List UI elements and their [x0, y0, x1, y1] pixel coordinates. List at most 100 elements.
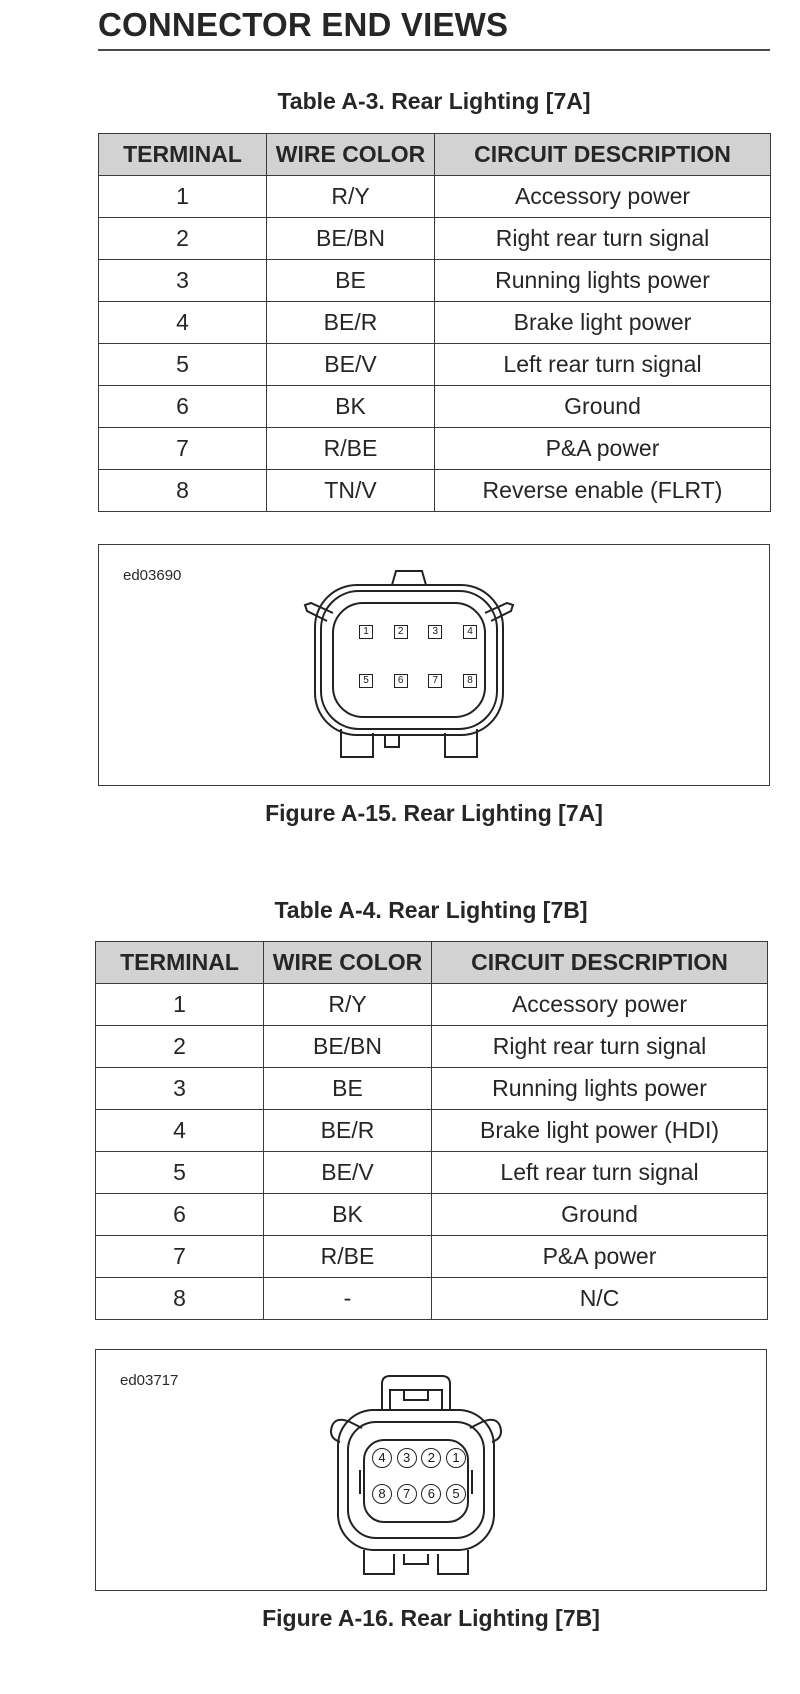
pin-cell: 2 — [393, 625, 408, 639]
wire-color-cell: BK — [266, 385, 435, 428]
figure-a16-box: ed03717 4 3 2 1 8 7 — [95, 1349, 767, 1591]
table-a4: TERMINAL WIRE COLOR CIRCUIT DESCRIPTION … — [95, 941, 768, 1320]
wire-color-cell: BE/R — [266, 301, 435, 344]
circuit-description-cell: Left rear turn signal — [431, 1151, 768, 1194]
pin-row-top: 4 3 2 1 — [372, 1448, 466, 1468]
wire-color-cell: R/BE — [263, 1235, 432, 1278]
terminal-cell: 3 — [98, 259, 267, 302]
circuit-description-cell: Running lights power — [431, 1067, 768, 1110]
figure-a15-box: ed03690 1 2 3 4 5 6 7 8 — [98, 544, 770, 786]
terminal-cell: 3 — [95, 1067, 264, 1110]
connector-left-foot — [363, 1550, 395, 1575]
connector-face — [332, 602, 486, 718]
pin-cell: 4 — [372, 1448, 392, 1468]
pin-cell: 1 — [359, 625, 373, 639]
connector-housing-outer — [337, 1409, 495, 1551]
figure-a15-caption: Figure A-15. Rear Lighting [7A] — [265, 800, 603, 826]
circuit-description-cell: N/C — [431, 1277, 768, 1320]
pin-row-top: 1 2 3 4 — [359, 625, 477, 641]
wire-color-cell: BE/BN — [263, 1025, 432, 1068]
connector-top-key — [391, 570, 427, 586]
connector-lock-inner — [389, 1389, 443, 1410]
connector-7a-diagram — [303, 570, 515, 758]
wire-color-cell: BK — [263, 1193, 432, 1236]
connector-right-latch — [484, 601, 515, 622]
pin-cell: 4 — [462, 625, 477, 639]
connector-right-latch — [469, 1418, 502, 1443]
pin-cell: 8 — [372, 1484, 392, 1504]
wire-color-cell: BE/R — [263, 1109, 432, 1152]
connector-right-foot — [444, 729, 478, 758]
page-title: CONNECTOR END VIEWS — [98, 6, 509, 43]
circuit-description-cell: Right rear turn signal — [434, 217, 771, 260]
circuit-description-cell: Ground — [431, 1193, 768, 1236]
wire-color-cell: BE — [263, 1067, 432, 1110]
connector-left-latch — [330, 1418, 363, 1443]
terminal-cell: 5 — [98, 343, 267, 386]
figure-a16-caption: Figure A-16. Rear Lighting [7B] — [262, 1605, 600, 1631]
connector-right-foot — [437, 1550, 469, 1575]
wire-color-cell: BE/V — [263, 1151, 432, 1194]
pin-cell: 6 — [421, 1484, 442, 1504]
connector-lock-tab — [403, 1390, 429, 1401]
header-wire-color: WIRE COLOR — [263, 941, 432, 984]
table-row: 8-N/C — [95, 1277, 768, 1320]
header-terminal: TERMINAL — [95, 941, 264, 984]
terminal-cell: 7 — [98, 427, 267, 470]
wire-color-cell: TN/V — [266, 469, 435, 512]
circuit-description-cell: Accessory power — [431, 983, 768, 1026]
terminal-cell: 1 — [98, 175, 267, 218]
wire-color-cell: R/Y — [266, 175, 435, 218]
circuit-description-cell: Right rear turn signal — [431, 1025, 768, 1068]
circuit-description-cell: Accessory power — [434, 175, 771, 218]
terminal-cell: 8 — [95, 1277, 264, 1320]
terminal-cell: 2 — [95, 1025, 264, 1068]
connector-center-tab — [403, 1554, 429, 1565]
pin-cell: 6 — [393, 674, 408, 688]
pin-cell: 3 — [396, 1448, 417, 1468]
terminal-cell: 2 — [98, 217, 267, 260]
pin-cell: 3 — [428, 625, 443, 639]
circuit-description-cell: Reverse enable (FLRT) — [434, 469, 771, 512]
terminal-cell: 7 — [95, 1235, 264, 1278]
wire-color-cell: BE — [266, 259, 435, 302]
circuit-description-cell: Brake light power (HDI) — [431, 1109, 768, 1152]
connector-center-tab — [384, 735, 400, 748]
connector-left-foot — [340, 729, 374, 758]
wire-color-cell: BE/V — [266, 343, 435, 386]
wire-color-cell: BE/BN — [266, 217, 435, 260]
header-circuit-description: CIRCUIT DESCRIPTION — [434, 133, 771, 176]
figure-id: ed03690 — [123, 567, 182, 584]
circuit-description-cell: Running lights power — [434, 259, 771, 302]
circuit-description-cell: Brake light power — [434, 301, 771, 344]
pin-cell: 8 — [462, 674, 477, 688]
header-wire-color: WIRE COLOR — [266, 133, 435, 176]
header-terminal: TERMINAL — [98, 133, 267, 176]
pin-cell: 5 — [445, 1484, 466, 1504]
table-header-row: TERMINAL WIRE COLOR CIRCUIT DESCRIPTION — [95, 941, 768, 984]
circuit-description-cell: Left rear turn signal — [434, 343, 771, 386]
wire-color-cell: R/BE — [266, 427, 435, 470]
connector-housing-inner — [320, 590, 498, 730]
connector-left-latch — [303, 601, 334, 622]
table-a3-caption: Table A-3. Rear Lighting [7A] — [277, 88, 591, 114]
terminal-cell: 4 — [95, 1109, 264, 1152]
table-a4-caption: Table A-4. Rear Lighting [7B] — [274, 897, 588, 923]
connector-lock-housing — [381, 1375, 451, 1410]
terminal-cell: 6 — [95, 1193, 264, 1236]
pin-cell: 7 — [396, 1484, 417, 1504]
terminal-cell: 8 — [98, 469, 267, 512]
pin-row-bottom: 5 6 7 8 — [359, 674, 477, 690]
